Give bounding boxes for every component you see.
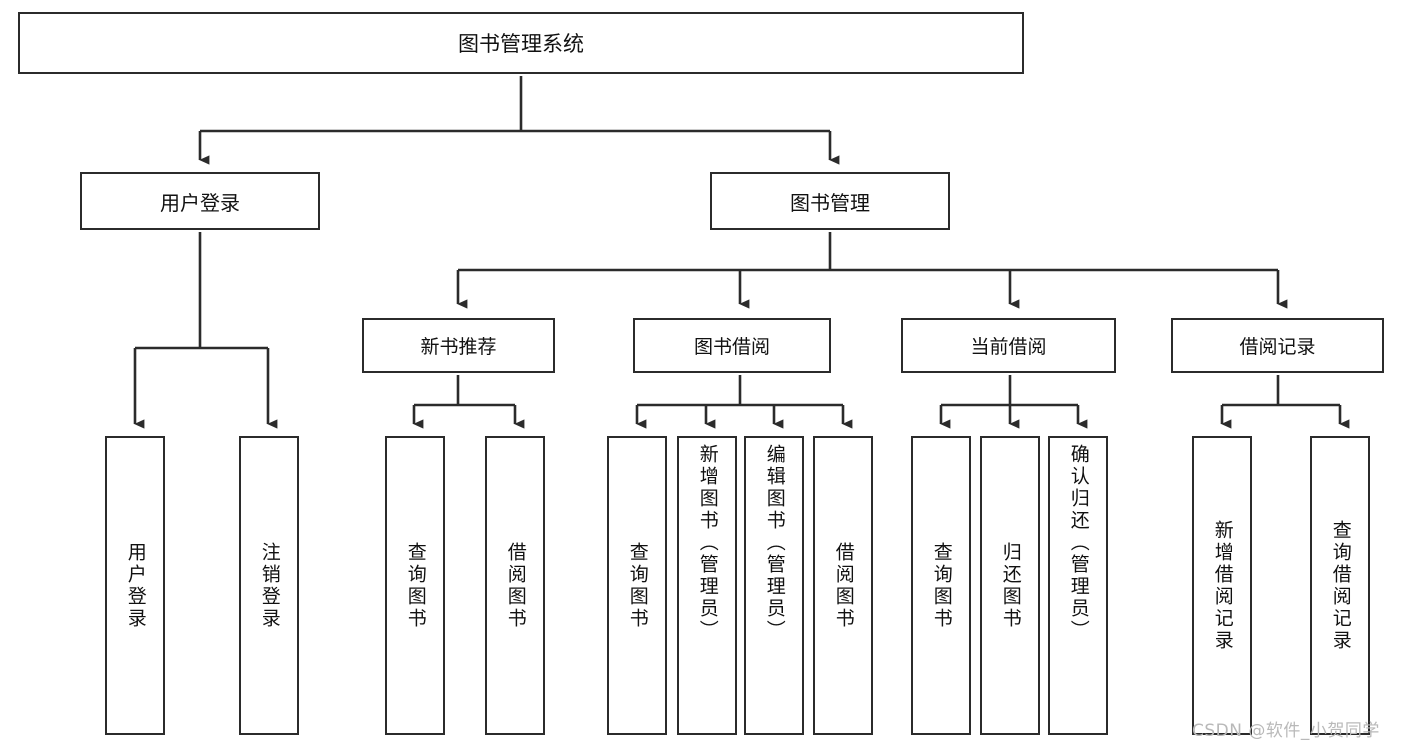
node-borrow-record[interactable]: 借阅记录 — [1171, 318, 1384, 373]
leaf-borrow-book-recommend[interactable]: 借阅图书 — [485, 436, 545, 735]
leaf-query-book-borrow[interactable]: 查询图书 — [607, 436, 667, 735]
leaf-add-book-admin[interactable]: 新增图书（管理员） — [677, 436, 737, 735]
leaf-user-login-label: 用户登录 — [124, 541, 147, 630]
node-current-borrow-label: 当前借阅 — [970, 336, 1047, 358]
leaf-add-book-admin-label: 新增图书（管理员） — [696, 444, 719, 642]
node-root-system-label: 图书管理系统 — [458, 32, 584, 56]
leaf-borrow-book-recommend-label: 借阅图书 — [504, 541, 527, 630]
node-user-login-label: 用户登录 — [160, 190, 240, 215]
leaf-confirm-return-admin[interactable]: 确认归还（管理员） — [1048, 436, 1108, 735]
leaf-query-book-current-label: 查询图书 — [930, 541, 953, 630]
node-book-management-label: 图书管理 — [790, 190, 870, 215]
leaf-user-login[interactable]: 用户登录 — [105, 436, 165, 735]
node-book-management[interactable]: 图书管理 — [710, 172, 950, 230]
leaf-query-borrow-record[interactable]: 查询借阅记录 — [1310, 436, 1370, 735]
leaf-query-book-current[interactable]: 查询图书 — [911, 436, 971, 735]
leaf-query-borrow-record-label: 查询借阅记录 — [1329, 519, 1352, 652]
node-current-borrow[interactable]: 当前借阅 — [901, 318, 1116, 373]
leaf-confirm-return-admin-label: 确认归还（管理员） — [1067, 444, 1090, 642]
leaf-add-borrow-record-label: 新增借阅记录 — [1211, 519, 1234, 652]
node-book-borrow[interactable]: 图书借阅 — [633, 318, 831, 373]
leaf-logout-label: 注销登录 — [258, 541, 281, 630]
leaf-return-book-label: 归还图书 — [999, 541, 1022, 630]
node-user-login[interactable]: 用户登录 — [80, 172, 320, 230]
leaf-query-book-recommend-label: 查询图书 — [404, 541, 427, 630]
leaf-edit-book-admin[interactable]: 编辑图书（管理员） — [744, 436, 804, 735]
leaf-add-borrow-record[interactable]: 新增借阅记录 — [1192, 436, 1252, 735]
leaf-edit-book-admin-label: 编辑图书（管理员） — [763, 444, 786, 642]
node-root-system[interactable]: 图书管理系统 — [18, 12, 1024, 74]
node-new-book-recommend[interactable]: 新书推荐 — [362, 318, 555, 373]
node-new-book-recommend-label: 新书推荐 — [420, 336, 497, 358]
leaf-borrow-book-label: 借阅图书 — [832, 541, 855, 630]
leaf-logout[interactable]: 注销登录 — [239, 436, 299, 735]
leaf-borrow-book[interactable]: 借阅图书 — [813, 436, 873, 735]
leaf-query-book-recommend[interactable]: 查询图书 — [385, 436, 445, 735]
node-book-borrow-label: 图书借阅 — [693, 336, 770, 358]
leaf-query-book-borrow-label: 查询图书 — [626, 541, 649, 630]
leaf-return-book[interactable]: 归还图书 — [980, 436, 1040, 735]
node-borrow-record-label: 借阅记录 — [1239, 336, 1316, 358]
